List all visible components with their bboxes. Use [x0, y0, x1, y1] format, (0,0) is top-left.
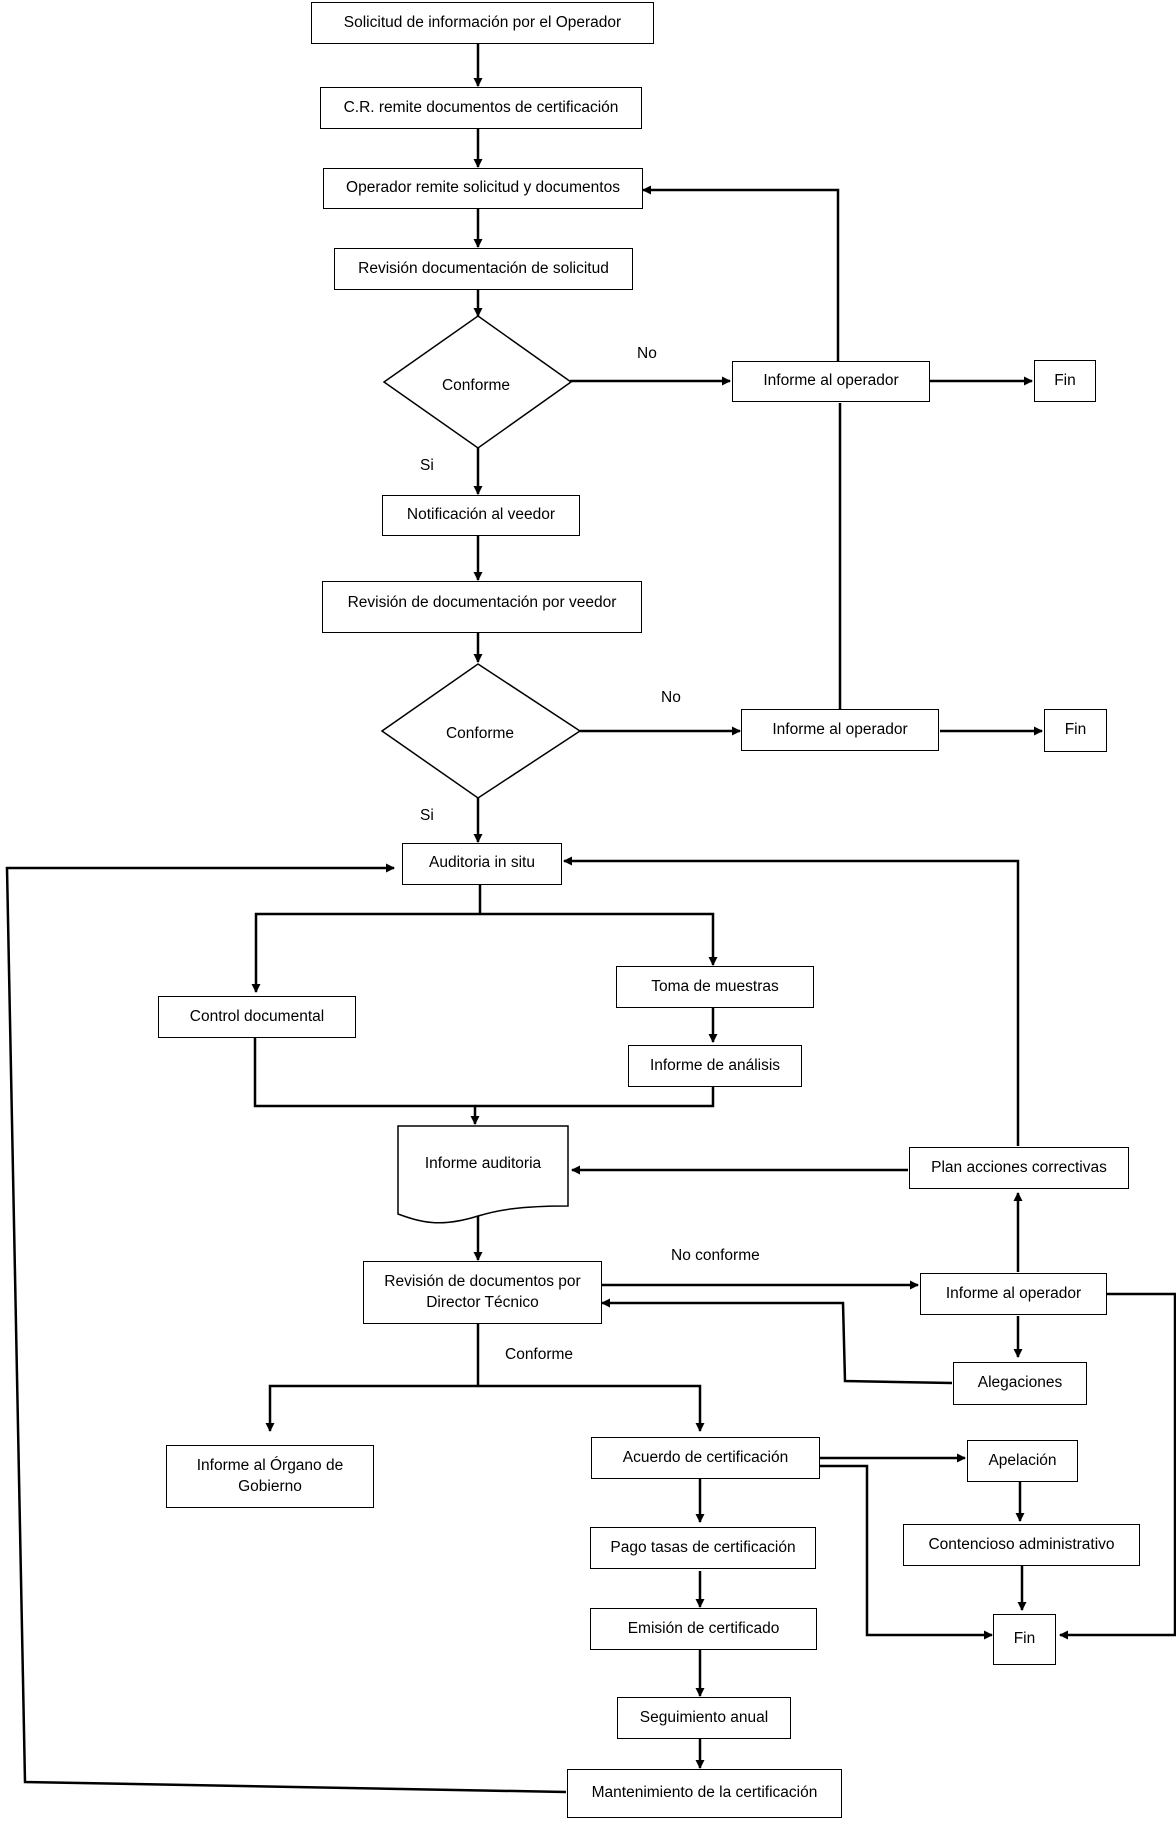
- edge-label-no-2: No: [661, 689, 681, 706]
- seguimiento-box: Seguimiento anual: [617, 1697, 791, 1739]
- informe-analisis-box: Informe de análisis: [628, 1045, 802, 1087]
- informe-operador-box-1: Informe al operador: [732, 361, 930, 402]
- informe-auditoria-text: Informe auditoria: [424, 1155, 542, 1172]
- fin-box-1: Fin: [1034, 360, 1096, 402]
- arrow: [601, 1298, 953, 1385]
- informe-organo-box: Informe al Órgano de Gobierno: [166, 1445, 374, 1508]
- emision-box: Emisión de certificado: [590, 1608, 817, 1650]
- notificacion-veedor-box: Notificación al veedor: [382, 495, 580, 536]
- revision-director-box: Revisión de documentos por Director Técn…: [363, 1261, 602, 1324]
- decision-diamond: [380, 663, 582, 799]
- document-shape: [397, 1125, 569, 1224]
- decision-label-1: Conforme: [441, 377, 511, 394]
- edge-label-no-conforme: No conforme: [671, 1247, 760, 1264]
- arrow: [265, 1384, 478, 1432]
- plan-acciones-box: Plan acciones correctivas: [909, 1147, 1129, 1189]
- arrow: [820, 1464, 993, 1640]
- solicitud-info-box: Solicitud de información por el Operador: [311, 2, 654, 44]
- control-documental-box: Control documental: [158, 996, 356, 1038]
- alegaciones-box: Alegaciones: [953, 1362, 1087, 1405]
- arrow: [1059, 1292, 1176, 1640]
- arrow: [480, 912, 718, 966]
- auditoria-box: Auditoria in situ: [402, 843, 562, 885]
- mantenimiento-box: Mantenimiento de la certificación: [567, 1769, 842, 1818]
- fin-box-2: Fin: [1044, 709, 1107, 752]
- operador-remite-box: Operador remite solicitud y documentos: [323, 168, 643, 209]
- revision-solicitud-box: Revisión documentación de solicitud: [334, 248, 633, 290]
- pago-tasas-box: Pago tasas de certificación: [590, 1527, 816, 1569]
- decision-diamond: [382, 315, 573, 449]
- edge-label-si-1: Si: [420, 457, 434, 474]
- arrow: [478, 1384, 705, 1432]
- arrow: [251, 912, 480, 993]
- arrow: [563, 856, 1020, 1146]
- revision-veedor-box: Revisión de documentación por veedor: [322, 581, 642, 633]
- arrow: [642, 185, 840, 366]
- contencioso-box: Contencioso administrativo: [903, 1524, 1140, 1566]
- edge-label-no-1: No: [637, 345, 657, 362]
- toma-muestras-box: Toma de muestras: [616, 966, 814, 1008]
- decision-label-2: Conforme: [445, 725, 515, 742]
- line: [475, 1087, 715, 1108]
- arrow: [5, 863, 567, 1794]
- cr-remite-box: C.R. remite documentos de certificación: [320, 87, 642, 129]
- edge-label-conforme: Conforme: [505, 1346, 574, 1363]
- acuerdo-box: Acuerdo de certificación: [591, 1437, 820, 1479]
- fin-box-3: Fin: [993, 1614, 1056, 1665]
- edge-label-si-2: Si: [420, 807, 434, 824]
- informe-operador-box-2: Informe al operador: [741, 709, 939, 751]
- arrow: [253, 1038, 480, 1125]
- informe-operador-box-3: Informe al operador: [920, 1273, 1107, 1315]
- apelacion-box: Apelación: [967, 1440, 1078, 1482]
